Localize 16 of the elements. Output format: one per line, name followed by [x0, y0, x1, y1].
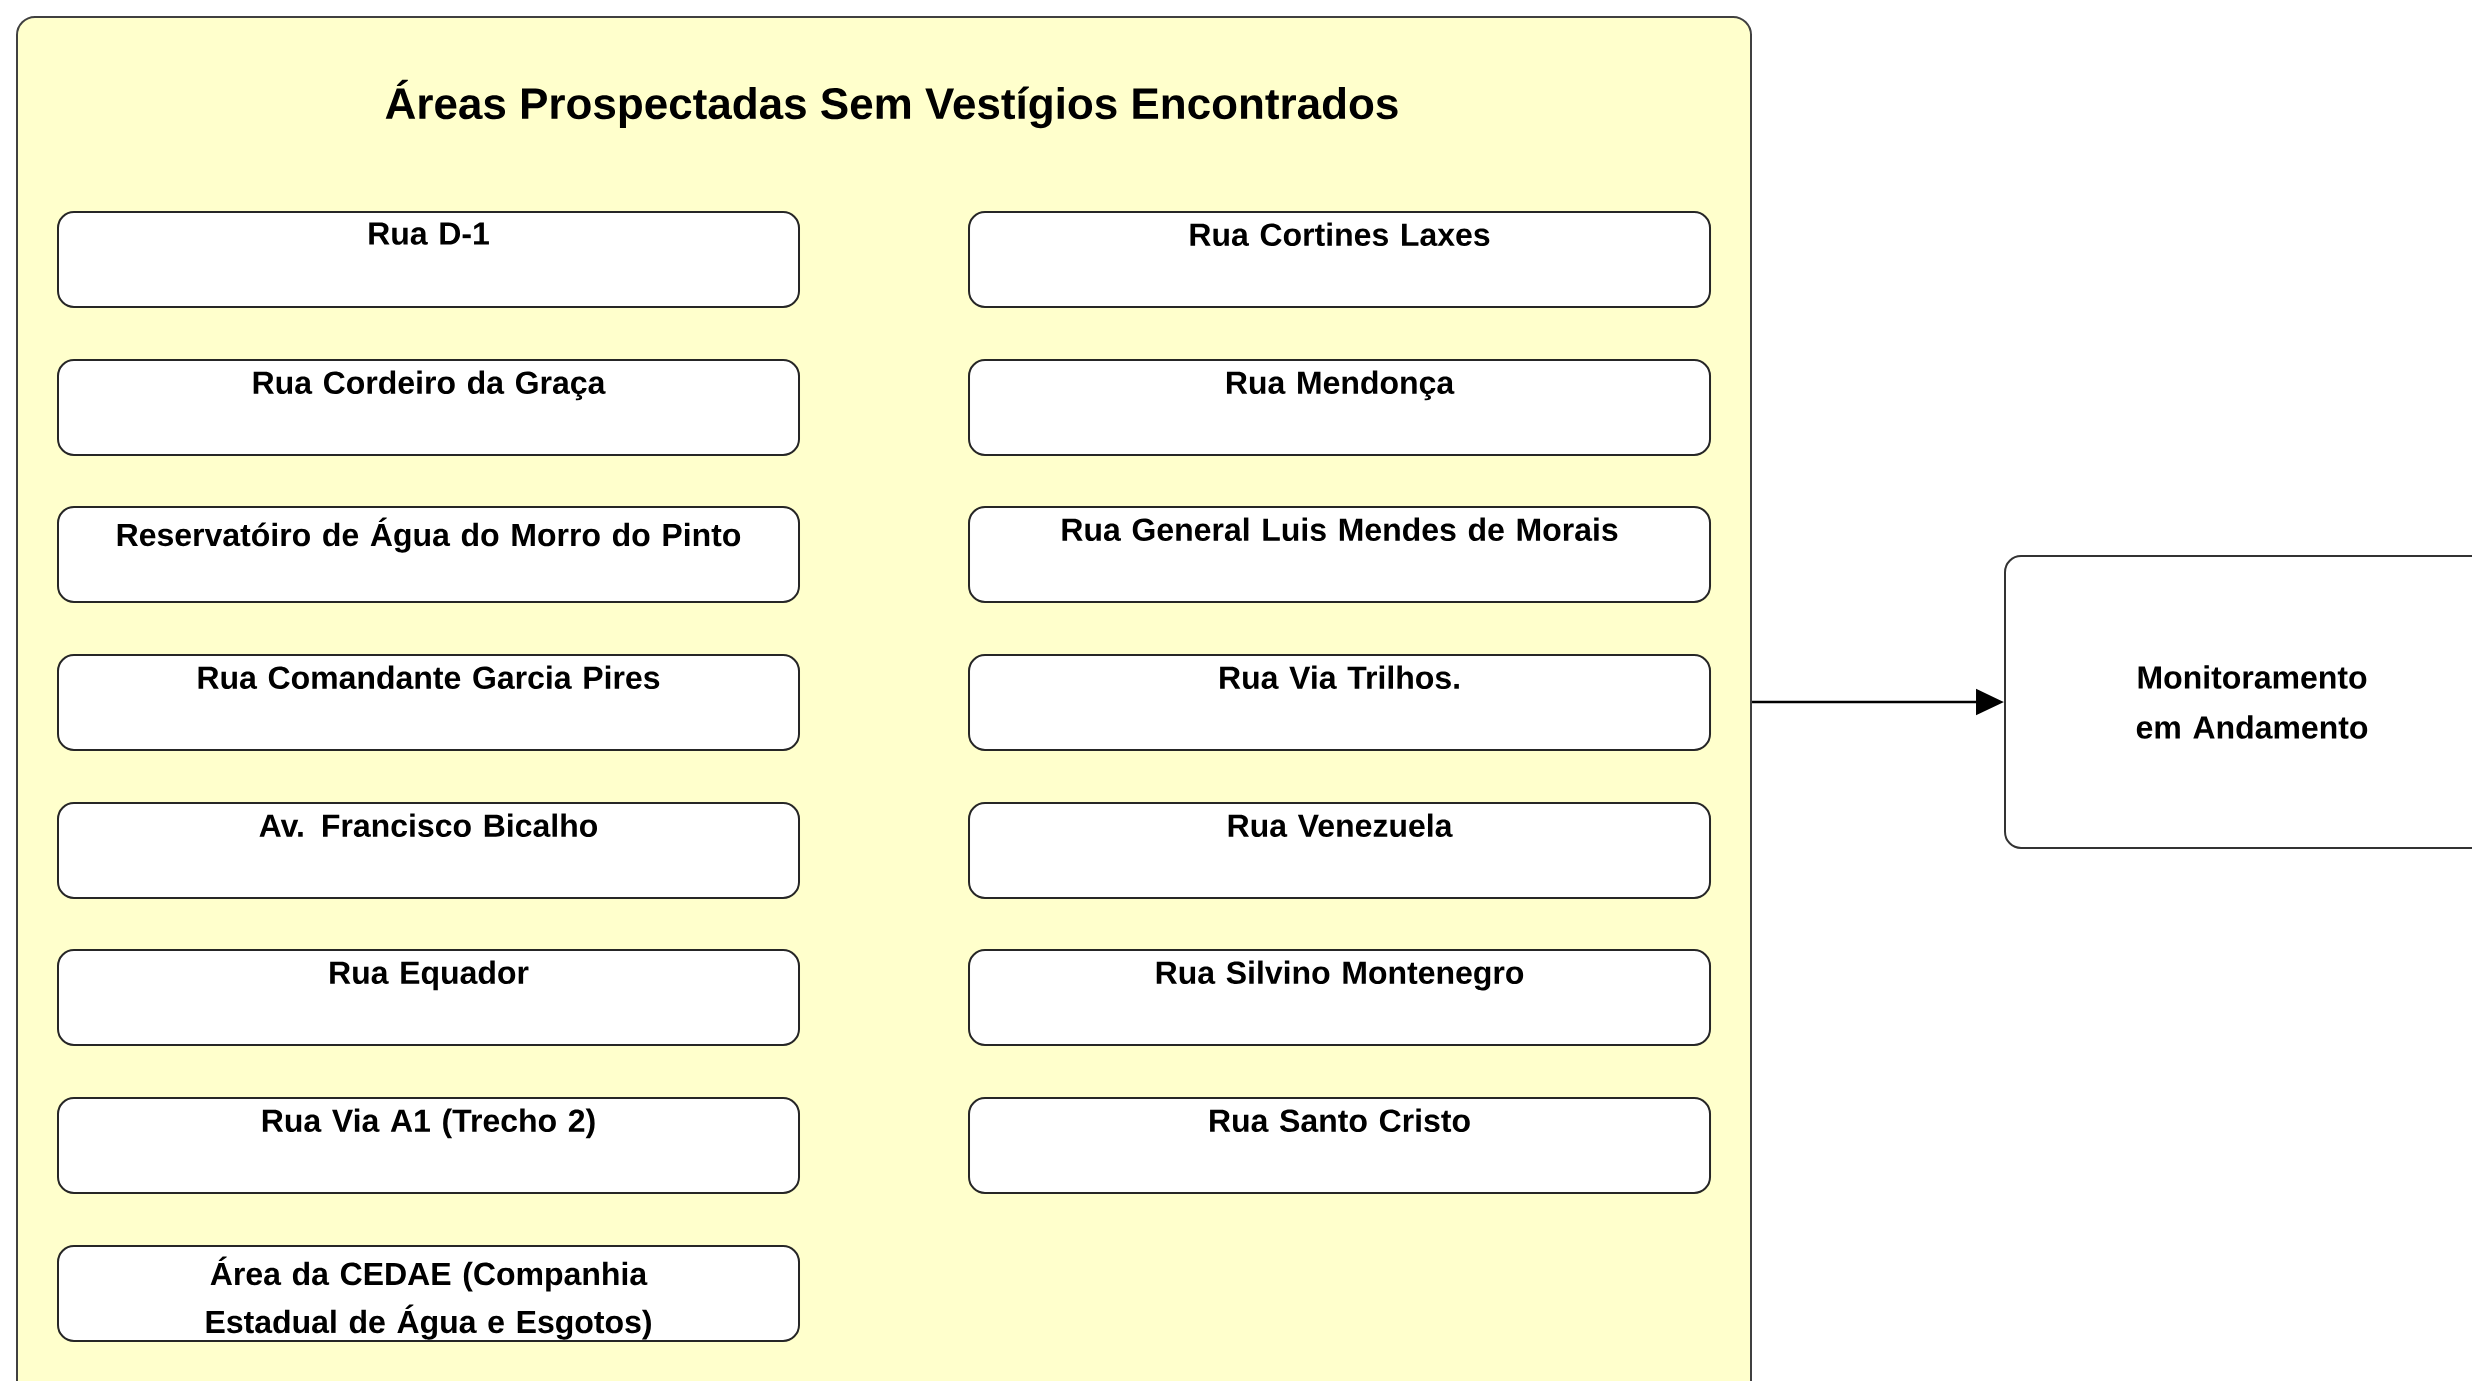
street-box: Rua General Luis Mendes de Morais	[968, 506, 1711, 603]
street-box: Rua Mendonça	[968, 359, 1711, 456]
street-box: Rua Santo Cristo	[968, 1097, 1711, 1194]
street-box: Área da CEDAE (Companhia Estadual de Água e Esgotos)	[57, 1245, 800, 1342]
street-box: Rua Equador	[57, 949, 800, 1046]
street-box: Rua Silvino Montenegro	[968, 949, 1711, 1046]
street-box: Rua D-1	[57, 211, 800, 308]
status-box: Monitoramento em Andamento	[2004, 555, 2472, 849]
street-box: Rua Via A1 (Trecho 2)	[57, 1097, 800, 1194]
street-box: Rua Via Trilhos.	[968, 654, 1711, 751]
street-box: Rua Venezuela	[968, 802, 1711, 899]
street-box: Rua Cordeiro da Graça	[57, 359, 800, 456]
street-box: Av. Francisco Bicalho	[57, 802, 800, 899]
street-box: Rua Cortines Laxes	[968, 211, 1711, 308]
street-box: Rua Comandante Garcia Pires	[57, 654, 800, 751]
street-box: Reservatóiro de Água do Morro do Pinto	[57, 506, 800, 603]
